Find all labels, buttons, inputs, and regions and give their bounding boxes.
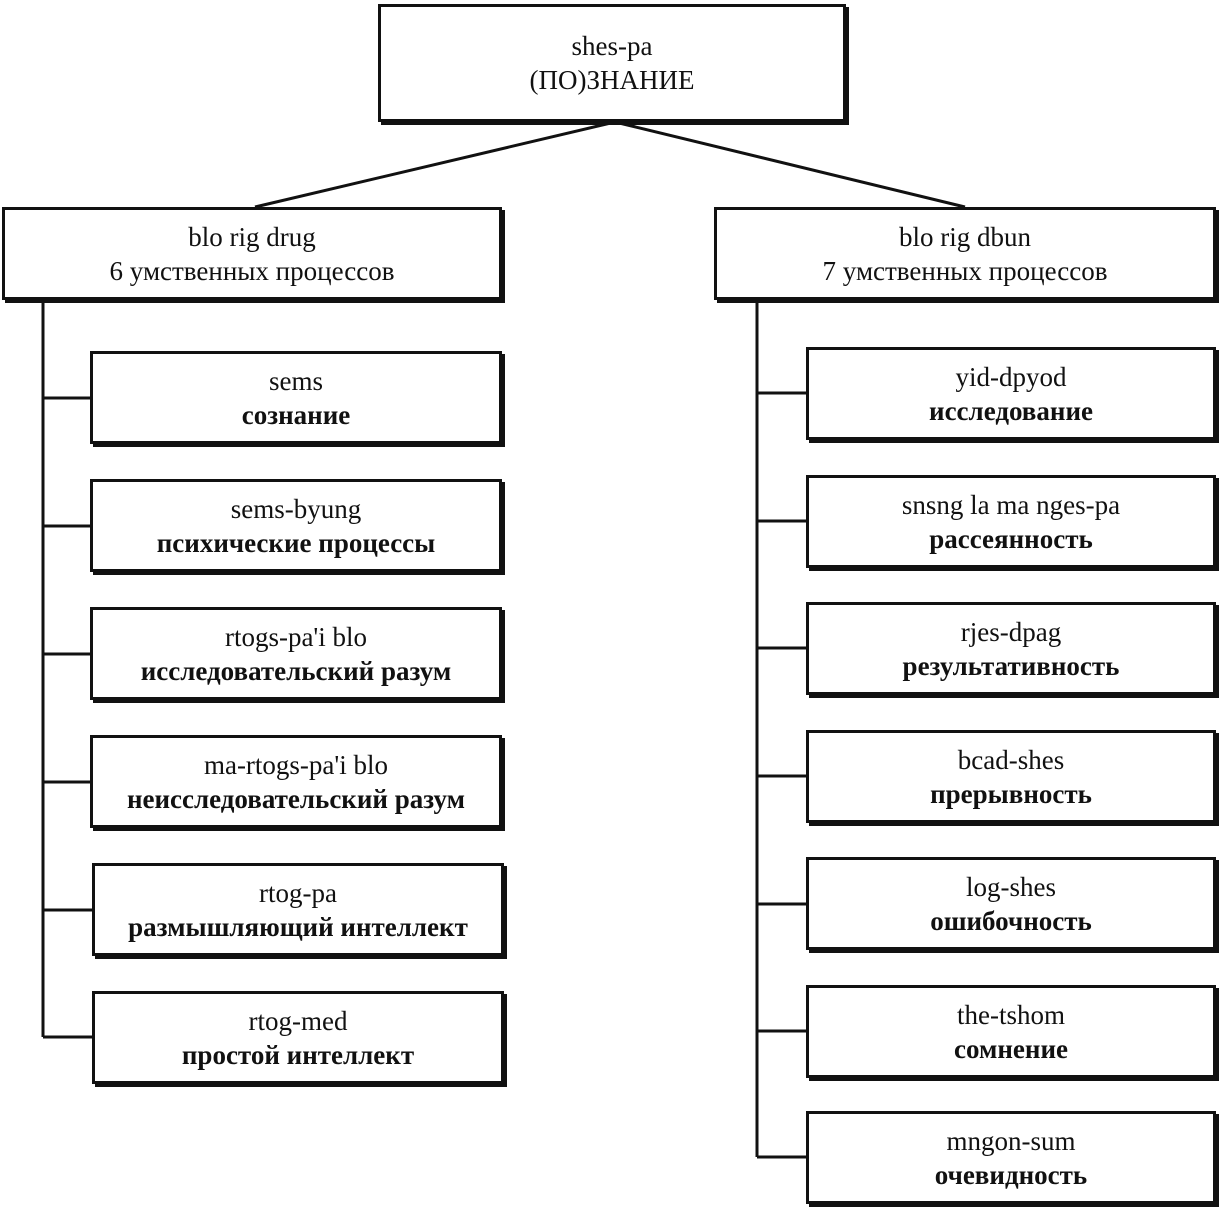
left-child-2-translation: психические процессы [156,527,436,558]
branch-right-term: blo rig dbun [899,221,1031,252]
right-child-node-1: yid-dpyod исследование [806,347,1216,440]
right-child-2-translation: рассеянность [929,523,1093,554]
right-child-3-term: rjes-dpag [960,616,1062,647]
right-child-1-term: yid-dpyod [955,361,1067,392]
left-child-2-term: sems-byung [230,493,362,524]
right-child-node-4: bcad-shes прерывность [806,730,1216,823]
right-child-7-term: mngon-sum [946,1125,1076,1156]
connector-root-left [254,120,616,209]
root-term: shes-pa [571,31,653,61]
right-child-node-7: mngon-sum очевидность [806,1111,1216,1204]
branch-node-left: blo rig drug 6 умственных процессов [2,207,502,300]
right-child-1-translation: исследование [929,395,1093,426]
left-child-node-6: rtog-med простой интеллект [92,991,504,1084]
branch-node-right: blo rig dbun 7 умственных процессов [714,207,1216,300]
right-child-6-term: the-tshom [957,999,1065,1030]
left-child-6-term: rtog-med [248,1005,348,1036]
left-child-1-translation: сознание [241,399,351,430]
left-child-node-1: sems сознание [90,351,502,444]
right-child-5-term: log-shes [966,871,1056,902]
left-child-5-translation: размышляющий интеллект [128,911,468,942]
right-child-4-translation: прерывность [930,778,1092,809]
left-child-5-term: rtog-pa [259,877,337,908]
right-child-node-5: log-shes ошибочность [806,857,1216,950]
right-child-6-translation: сомнение [954,1033,1068,1064]
left-child-node-2: sems-byung психические процессы [90,479,502,572]
right-child-2-term: snsng la ma nges-pa [901,489,1121,520]
right-child-node-3: rjes-dpag результативность [806,602,1216,695]
left-child-4-term: ma-rtogs-pa'i blo [203,749,389,780]
branch-right-translation: 7 умственных процессов [822,255,1108,286]
left-child-node-4: ma-rtogs-pa'i blo неисследовательский ра… [90,735,502,828]
left-child-3-term: rtogs-pa'i blo [224,621,368,652]
left-child-4-translation: неисследовательский разум [126,783,466,814]
left-child-1-term: sems [269,365,323,396]
right-child-5-translation: ошибочность [930,905,1092,936]
left-child-6-translation: простой интеллект [181,1039,415,1070]
right-child-7-translation: очевидность [934,1159,1088,1190]
root-translation: (ПО)ЗНАНИЕ [529,65,695,95]
branch-left-translation: 6 умственных процессов [109,255,395,286]
left-child-3-translation: исследовательский разум [140,655,452,686]
right-child-node-2: snsng la ma nges-pa рассеянность [806,475,1216,568]
left-child-node-5: rtog-pa размышляющий интеллект [92,863,504,956]
branch-left-term: blo rig drug [188,221,316,252]
connector-root-right [614,120,966,209]
root-node: shes-pa (ПО)ЗНАНИЕ [378,4,846,122]
right-child-3-translation: результативность [902,650,1120,681]
right-child-node-6: the-tshom сомнение [806,985,1216,1078]
left-child-node-3: rtogs-pa'i blo исследовательский разум [90,607,502,700]
right-child-4-term: bcad-shes [957,744,1065,775]
